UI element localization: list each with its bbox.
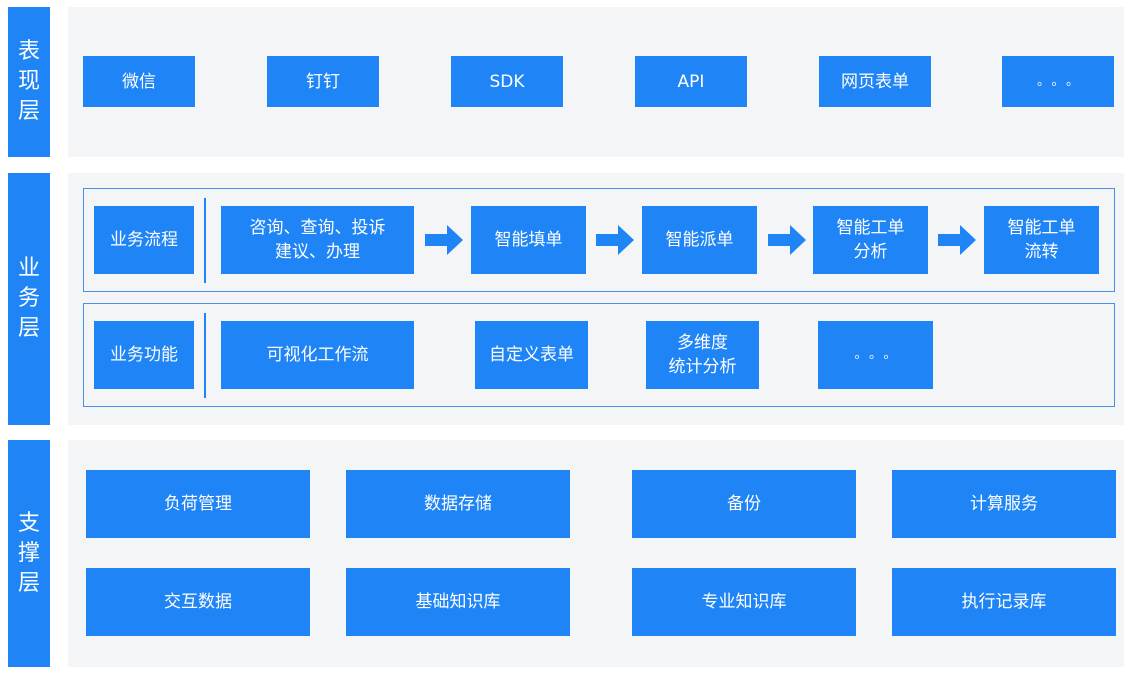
layer-label-char: 撑: [17, 540, 40, 566]
layer-label-char: 层: [17, 570, 40, 596]
process-title: 业务流程: [94, 206, 194, 274]
process-frame: [83, 188, 1115, 292]
support-professional-knowledge-base: 专业知识库: [632, 568, 856, 636]
layer-label-char: 支: [17, 510, 40, 536]
arrow-right-icon: [768, 223, 808, 257]
layer-label-char: 务: [17, 286, 40, 311]
channel-label: 微信: [122, 71, 156, 92]
channel-label: API: [677, 71, 705, 92]
process-step-ticket-flow: 智能工单 流转: [984, 206, 1099, 274]
support-load-management: 负荷管理: [86, 470, 310, 538]
support-backup: 备份: [632, 470, 856, 538]
process-divider: [204, 198, 206, 283]
arrow-right-icon: [425, 223, 465, 257]
function-custom-form: 自定义表单: [475, 321, 588, 389]
presentation-panel: [68, 7, 1124, 157]
channel-web-form: 网页表单: [819, 56, 931, 107]
layer-label-char: 层: [17, 99, 40, 124]
channel-label: 钉钉: [306, 71, 340, 92]
support-data-storage: 数据存储: [346, 470, 570, 538]
function-title: 业务功能: [94, 321, 194, 389]
process-step-consult: 咨询、查询、投诉 建议、办理: [221, 206, 414, 274]
function-divider: [204, 313, 206, 398]
channel-wechat: 微信: [83, 56, 195, 107]
ellipsis-label: 。。。: [1036, 73, 1087, 89]
function-frame: [83, 303, 1115, 407]
support-compute-service: 计算服务: [892, 470, 1116, 538]
layer-label-business: 业 务 层: [8, 173, 50, 425]
channel-label: 网页表单: [841, 71, 909, 92]
process-step-smart-fill: 智能填单: [471, 206, 586, 274]
process-step-ticket-analysis: 智能工单 分析: [813, 206, 928, 274]
channel-api: API: [635, 56, 747, 107]
function-multidim-analysis: 多维度 统计分析: [646, 321, 759, 389]
support-execution-record-base: 执行记录库: [892, 568, 1116, 636]
layer-label-char: 表: [17, 39, 40, 64]
process-step-smart-dispatch: 智能派单: [642, 206, 757, 274]
layer-label-char: 现: [17, 69, 40, 94]
channel-more: 。。。: [1002, 56, 1114, 107]
layer-label-support: 支 撑 层: [8, 440, 50, 667]
arrow-right-icon: [596, 223, 636, 257]
channel-label: SDK: [489, 71, 525, 92]
layer-label-char: 层: [17, 316, 40, 341]
arrow-right-icon: [938, 223, 978, 257]
function-more: 。。。: [818, 321, 933, 389]
channel-dingtalk: 钉钉: [267, 56, 379, 107]
support-interaction-data: 交互数据: [86, 568, 310, 636]
channel-sdk: SDK: [451, 56, 563, 107]
function-visual-workflow: 可视化工作流: [221, 321, 414, 389]
layer-label-presentation: 表 现 层: [8, 7, 50, 157]
layer-label-char: 业: [17, 256, 40, 281]
support-basic-knowledge-base: 基础知识库: [346, 568, 570, 636]
